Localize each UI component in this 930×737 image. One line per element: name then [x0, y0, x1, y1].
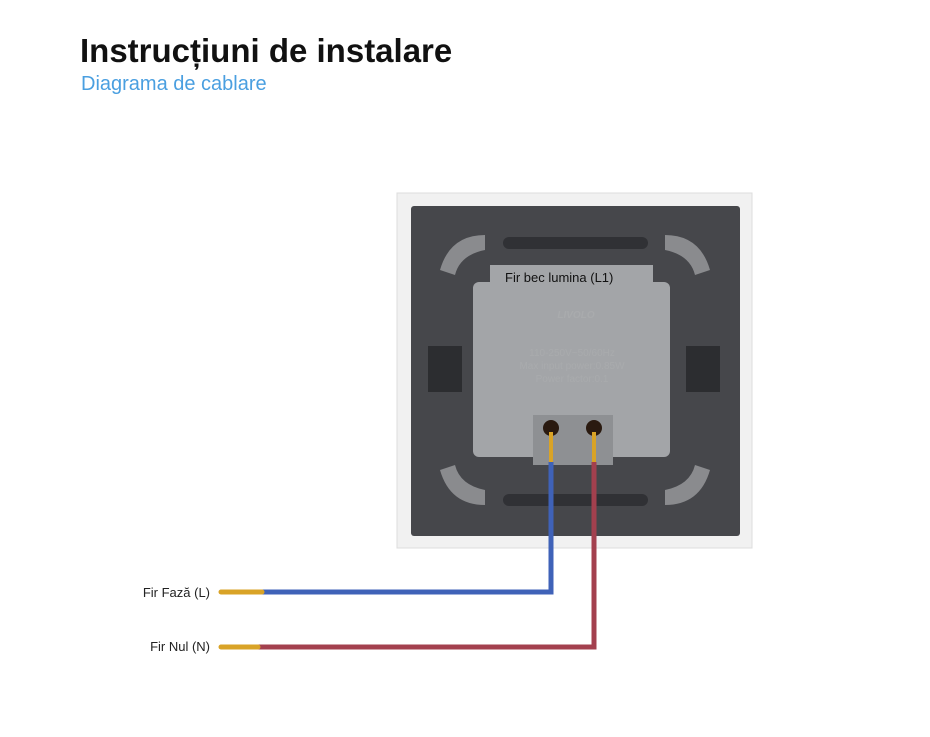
slot-bottom [503, 494, 648, 506]
slot-top [503, 237, 648, 249]
page-subtitle: Diagrama de cablare [81, 73, 267, 95]
spec-line: Max input power:0.85W [519, 361, 625, 372]
clip-right [686, 346, 720, 392]
mount-arc-tl [440, 235, 485, 275]
spec-line: Power factor:0.1 [536, 374, 609, 385]
clip-left [428, 346, 462, 392]
terminal-n [586, 420, 602, 436]
load-wire-label: Fir bec lumina (L1) [505, 270, 613, 285]
module-top [490, 265, 653, 290]
terminal-block [533, 415, 613, 465]
spec-line: 110-250V~50/60Hz [529, 348, 615, 359]
mount-arc-tr [665, 235, 710, 275]
mount-arc-bl [440, 465, 485, 505]
neutral-wire-label: Fir Nul (N) [150, 639, 210, 654]
page-title: Instrucțiuni de instalare [80, 32, 453, 69]
phase-wire [262, 462, 554, 595]
brand-logo: LIVOLO [557, 310, 594, 321]
switch-module [473, 282, 670, 457]
mount-arc-br [665, 465, 710, 505]
terminal-l [543, 420, 559, 436]
neutral-wire [258, 462, 597, 650]
phase-wire-label: Fir Fază (L) [142, 585, 210, 600]
